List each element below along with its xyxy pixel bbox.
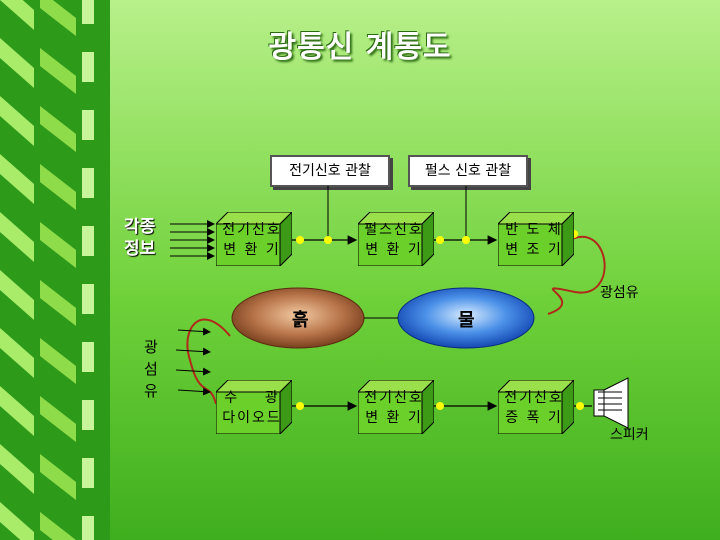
fiber-label-right: 광섬유 xyxy=(600,285,639,301)
stripe-block xyxy=(82,52,94,82)
stripe-chevron xyxy=(0,270,34,320)
stripe-chevron xyxy=(0,328,34,378)
input-info-label: 각종 정보 xyxy=(124,216,155,260)
electrical-observation-label: 전기신호 관찰 xyxy=(270,155,390,187)
stripe-block xyxy=(82,168,94,198)
stripe-chevron xyxy=(40,396,76,442)
stripe-block xyxy=(82,342,94,372)
input-info-line1: 각종 xyxy=(124,217,156,237)
stripe-chevron xyxy=(40,280,76,326)
stripe-block xyxy=(82,400,94,430)
fiber-char-2: 섬 xyxy=(144,360,158,378)
speaker-icon xyxy=(593,377,629,429)
fiber-spread-arrows xyxy=(175,327,211,396)
decorative-left-stripe xyxy=(0,0,110,540)
stripe-chevron xyxy=(0,444,34,494)
stripe-chevron xyxy=(40,48,76,94)
stripe-chevron xyxy=(40,454,76,500)
stripe-chevron xyxy=(0,154,34,204)
stripe-chevron xyxy=(0,38,34,88)
block-label-line2: 다이오드 xyxy=(222,410,282,426)
stripe-chevron xyxy=(40,338,76,384)
block-label-line2: 증 폭 기 xyxy=(505,410,563,426)
stripe-block xyxy=(82,110,94,140)
block-label-line1: 전기신호 xyxy=(504,390,564,406)
speaker-label: 스피커 xyxy=(610,427,649,443)
block-label-line1: 전기신호 xyxy=(364,390,424,406)
fiber-label-left: 광 섬 유 xyxy=(144,336,158,402)
stripe-block xyxy=(82,458,94,488)
input-info-line2: 정보 xyxy=(124,239,156,259)
block-label-line2: 변 환 기 xyxy=(365,410,423,426)
water-label: 물 xyxy=(458,310,475,331)
fiber-char-1: 광 xyxy=(144,338,158,356)
stripe-block xyxy=(82,284,94,314)
block-label-line1: 전기신호 xyxy=(222,222,282,238)
block-label-line2: 변 환 기 xyxy=(223,242,281,258)
block-label-line1: 반 도 체 xyxy=(505,222,563,238)
stripe-block xyxy=(82,226,94,256)
stripe-block xyxy=(82,516,94,540)
stripe-chevron xyxy=(40,512,76,540)
block-label-line1: 펄스신호 xyxy=(364,222,424,238)
stripe-chevron xyxy=(0,386,34,436)
stripe-block xyxy=(82,0,94,24)
input-arrows xyxy=(170,220,215,260)
block-label-line2: 변 조 기 xyxy=(505,242,563,258)
forward-connections xyxy=(290,235,592,411)
stripe-chevron xyxy=(40,0,76,36)
stripe-chevron xyxy=(0,212,34,262)
diagram-title: 광통신 계통도 xyxy=(268,30,452,65)
stripe-chevron xyxy=(40,106,76,152)
stripe-chevron xyxy=(0,96,34,146)
block-label-line2: 변 환 기 xyxy=(365,242,423,258)
probe-wires xyxy=(327,186,467,240)
stripe-chevron xyxy=(40,164,76,210)
stripe-chevron xyxy=(0,502,34,540)
soil-label: 흙 xyxy=(292,310,309,331)
stripe-chevron xyxy=(0,0,34,30)
stripe-chevron xyxy=(40,222,76,268)
fiber-char-3: 유 xyxy=(144,382,158,400)
pulse-observation-label: 펄스 신호 관찰 xyxy=(408,155,528,187)
block-label-line1: 수 광 xyxy=(224,390,280,406)
